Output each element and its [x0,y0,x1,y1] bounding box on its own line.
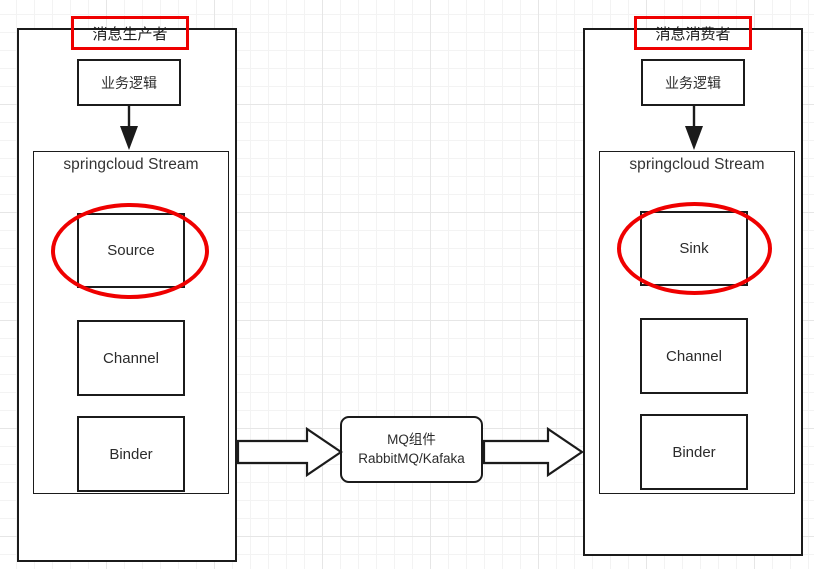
producer-component-source[interactable]: Source [77,213,185,288]
producer-component-binder[interactable]: Binder [77,416,185,492]
producer-container-title: 消息生产者 [92,26,168,43]
mq-middleware-box[interactable]: MQ组件 RabbitMQ/Kafaka [340,416,483,483]
block-arrow-right-icon-producer-to-mq [236,426,343,478]
consumer-container-title: 消息消费者 [655,26,731,43]
mq-middleware-line1: MQ组件 [387,431,436,447]
mq-middleware-line2: RabbitMQ/Kafaka [358,450,465,466]
consumer-component-sink[interactable]: Sink [640,211,748,286]
block-arrow-right-icon-mq-to-consumer [482,426,584,478]
consumer-component-channel[interactable]: Channel [640,318,748,394]
consumer-component-binder[interactable]: Binder [640,414,748,490]
consumer-business-logic-box[interactable]: 业务逻辑 [641,59,745,106]
producer-stream-label: springcloud Stream [63,156,199,173]
producer-stream-box[interactable]: springcloud Stream [33,151,229,494]
producer-component-channel[interactable]: Channel [77,320,185,396]
consumer-stream-label: springcloud Stream [629,156,765,173]
producer-business-logic-box[interactable]: 业务逻辑 [77,59,181,106]
